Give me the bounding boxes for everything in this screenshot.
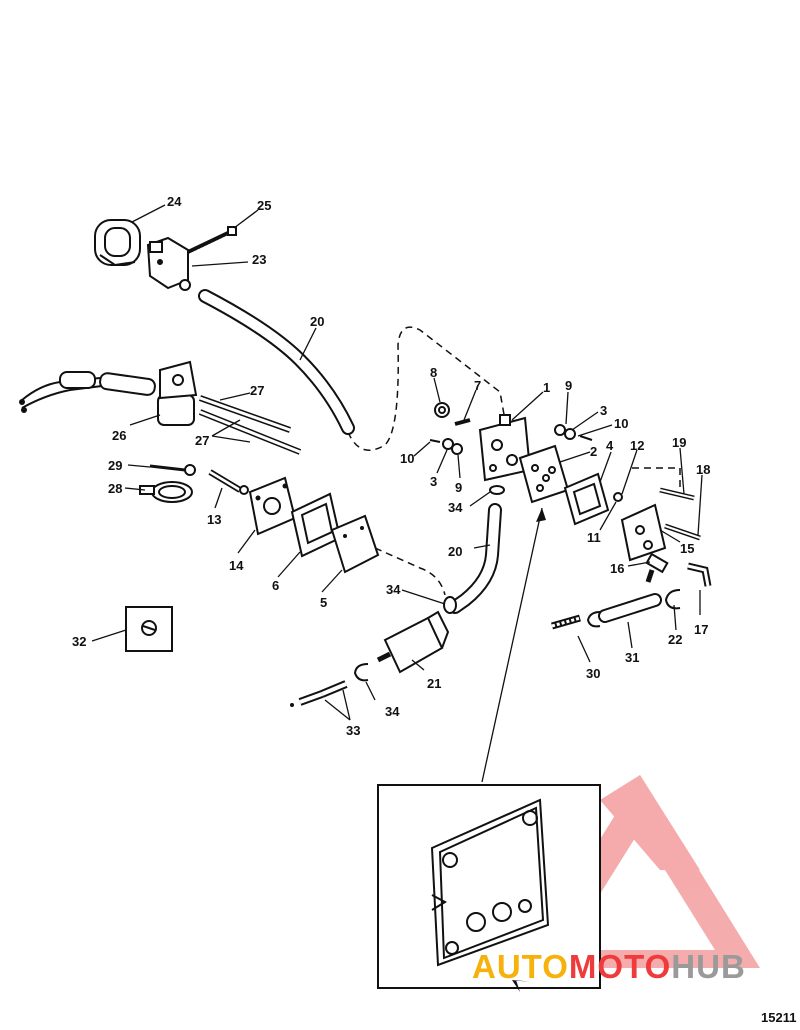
callout-30: 30 [586, 666, 600, 681]
watermark-auto: AUTO [472, 948, 569, 985]
callout-21: 21 [427, 676, 441, 691]
hose-routing-dashed-line [347, 326, 506, 451]
clip-34-lower [353, 663, 369, 682]
callout-10-right: 10 [614, 416, 628, 431]
callout-24: 24 [167, 194, 182, 209]
connectors-33 [290, 680, 348, 707]
watermark-hub: HUB [671, 948, 746, 985]
plug-32 [125, 606, 173, 652]
callout-3-right: 3 [600, 403, 607, 418]
callout-8: 8 [430, 365, 437, 380]
callout-4: 4 [606, 438, 614, 453]
callout-27-upper: 27 [250, 383, 264, 398]
detail-inset [377, 784, 601, 992]
callout-23: 23 [252, 252, 266, 267]
callout-22: 22 [668, 632, 682, 647]
callout-27-lower: 27 [195, 433, 209, 448]
callout-13: 13 [207, 512, 221, 527]
clip-34-middle [443, 596, 457, 614]
callout-34-lower: 34 [385, 704, 400, 719]
washers-left [429, 438, 463, 455]
flange-plate-14 [248, 476, 297, 536]
cap-8 [434, 402, 450, 418]
callout-11: 11 [587, 530, 601, 545]
gasket-6 [290, 492, 342, 558]
primer-solenoid-26 [19, 360, 198, 426]
callout-3-left: 3 [430, 474, 437, 489]
clip-22 [664, 589, 681, 610]
callout-5: 5 [320, 595, 327, 610]
fitting-16 [645, 552, 669, 583]
screw-25 [187, 226, 237, 255]
fuel-filter-21 [376, 610, 450, 674]
callout-16: 16 [610, 561, 624, 576]
callout-2: 2 [590, 444, 597, 459]
elbow-17 [687, 562, 712, 587]
callout-19: 19 [672, 435, 686, 450]
screw-12 [613, 492, 623, 502]
clip-31 [586, 611, 601, 628]
callout-31: 31 [625, 650, 639, 665]
fuel-pump-body-1 [478, 414, 532, 482]
callout-34-upper: 34 [448, 500, 463, 515]
callout-numbers: 24 25 23 20 27 27 26 29 28 13 14 6 5 32 … [72, 194, 710, 738]
bolt-18 [664, 523, 701, 541]
callout-9-left: 9 [455, 480, 462, 495]
callout-9-right: 9 [565, 378, 572, 393]
callout-29: 29 [108, 458, 122, 473]
gasket-4 [563, 472, 610, 526]
watermark-moto: MOTO [568, 948, 672, 985]
callout-7: 7 [474, 378, 481, 393]
connector-30 [551, 614, 581, 630]
cursor-arrow-icon [512, 980, 530, 992]
callout-33: 33 [346, 723, 360, 738]
callout-18: 18 [696, 462, 710, 477]
drawing-code: 15211 [761, 1010, 797, 1025]
enrichment-valve-23 [146, 236, 191, 291]
callout-34-middle: 34 [386, 582, 401, 597]
detail-leader-line [481, 507, 543, 783]
vent-tubes-27 [198, 395, 302, 455]
callout-1: 1 [543, 380, 550, 395]
callout-28: 28 [108, 481, 122, 496]
clamp-28 [139, 481, 193, 503]
pump-cover-15 [620, 503, 667, 562]
leader-lines [91, 204, 703, 721]
callout-10-left: 10 [400, 451, 414, 466]
bolt-19 [659, 487, 695, 501]
link-13 [208, 469, 249, 495]
callout-20-lower: 20 [448, 544, 462, 559]
callout-6: 6 [272, 578, 279, 593]
screw-29 [149, 464, 196, 476]
callout-14: 14 [229, 558, 244, 573]
diaphragm-5 [330, 514, 380, 574]
callout-20-upper: 20 [310, 314, 324, 329]
watermark-brand-text: AUTOMOTOHUB [472, 948, 746, 986]
callout-32: 32 [72, 634, 86, 649]
screw-7 [454, 418, 471, 426]
clip-34-upper [489, 485, 505, 495]
washers-right [554, 424, 593, 441]
callout-17: 17 [694, 622, 708, 637]
hose-routing-dashed-line-lower [374, 547, 446, 596]
callout-26: 26 [112, 428, 126, 443]
grommet-24 [94, 219, 141, 267]
callout-25: 25 [257, 198, 271, 213]
callout-12: 12 [630, 438, 644, 453]
cover-dashed-line [632, 467, 681, 488]
callout-15: 15 [680, 541, 694, 556]
